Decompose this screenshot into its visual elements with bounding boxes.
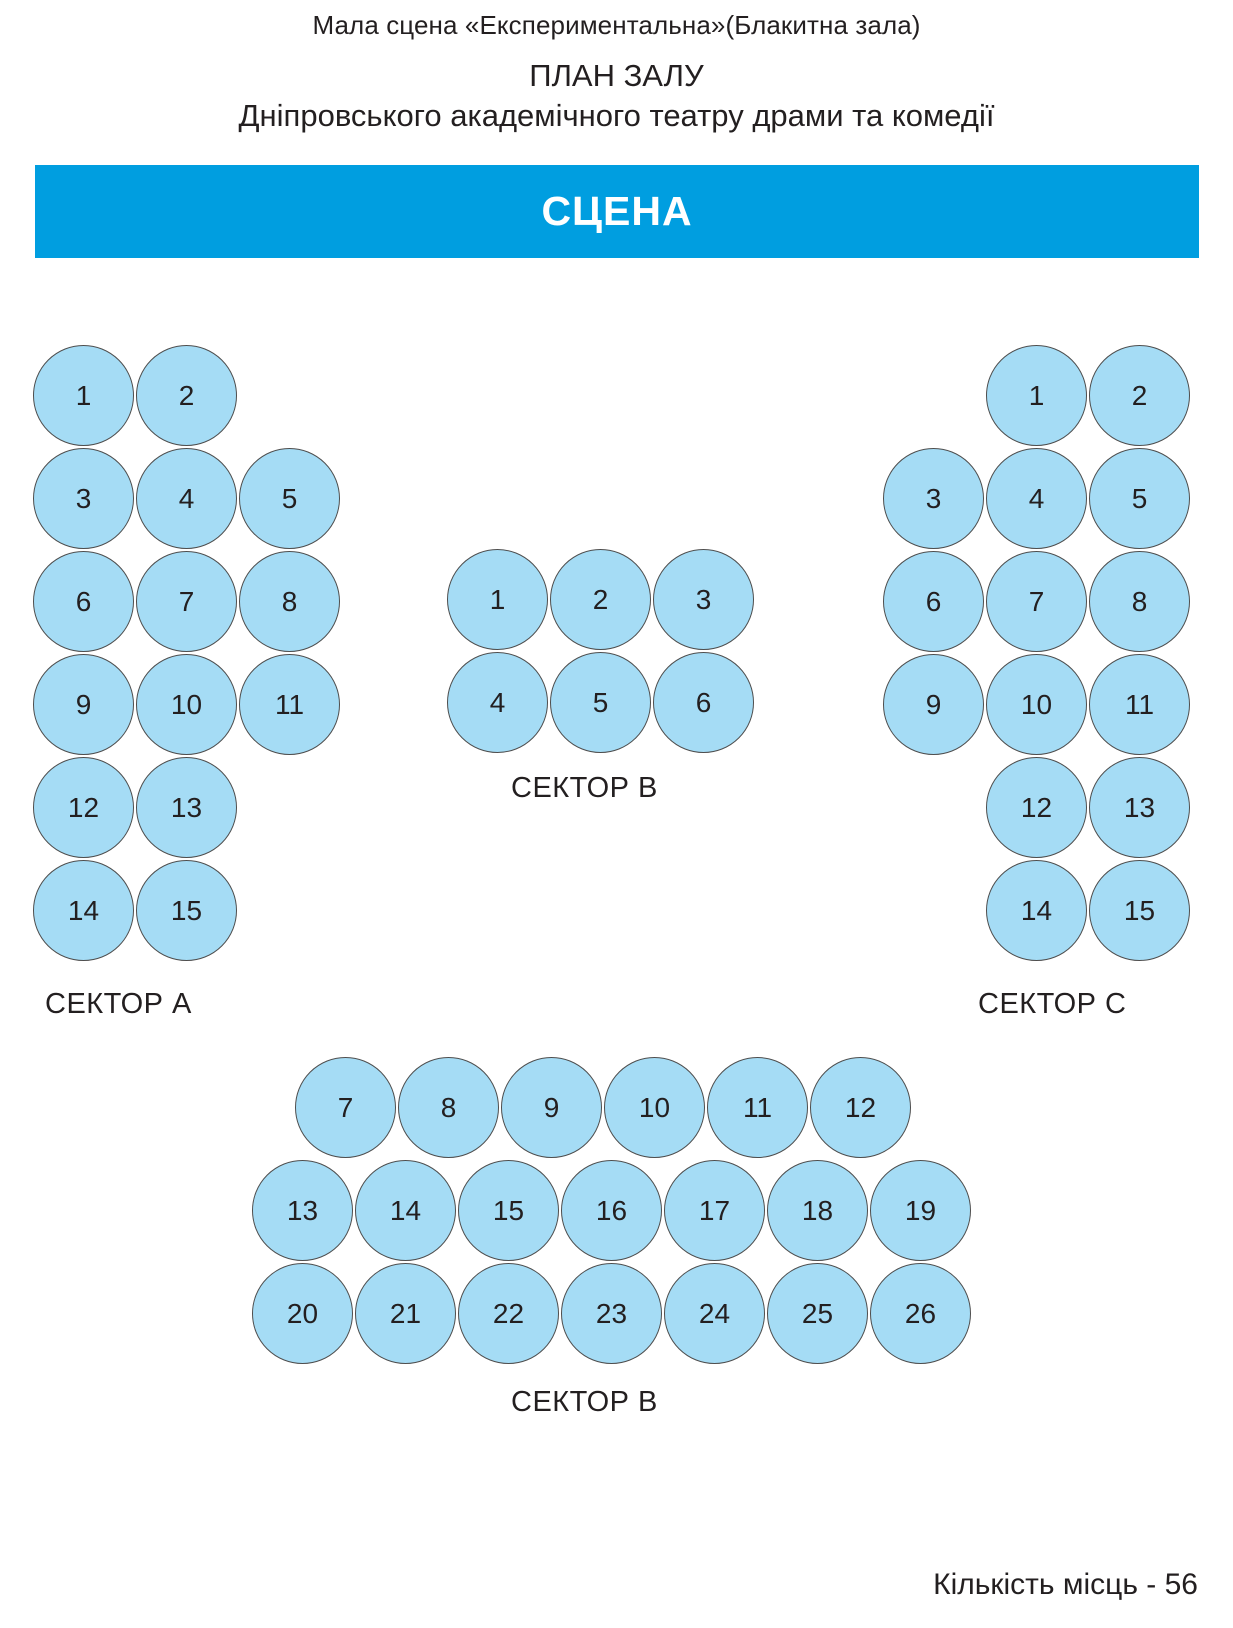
seat-a-1[interactable]: 1 xyxy=(33,345,134,446)
seat-b-top-3[interactable]: 3 xyxy=(653,549,754,650)
seat-b-bottom-11[interactable]: 11 xyxy=(707,1057,808,1158)
seat-c-4[interactable]: 4 xyxy=(986,448,1087,549)
seat-c-13[interactable]: 13 xyxy=(1089,757,1190,858)
seat-c-10[interactable]: 10 xyxy=(986,654,1087,755)
seat-c-1[interactable]: 1 xyxy=(986,345,1087,446)
seat-b-top-1[interactable]: 1 xyxy=(447,549,548,650)
sector-c-label: СЕКТОР С xyxy=(978,988,1127,1020)
seat-count-text: Кількість місць - 56 xyxy=(933,1568,1198,1601)
seat-a-7[interactable]: 7 xyxy=(136,551,237,652)
seat-c-14[interactable]: 14 xyxy=(986,860,1087,961)
venue-subtitle: Мала сцена «Експериментальна»(Блакитна з… xyxy=(312,10,921,40)
seat-c-7[interactable]: 7 xyxy=(986,551,1087,652)
seat-b-bottom-9[interactable]: 9 xyxy=(501,1057,602,1158)
seat-c-12[interactable]: 12 xyxy=(986,757,1087,858)
seat-b-bottom-20[interactable]: 20 xyxy=(252,1263,353,1364)
seat-b-bottom-16[interactable]: 16 xyxy=(561,1160,662,1261)
seat-a-11[interactable]: 11 xyxy=(239,654,340,755)
seat-b-top-6[interactable]: 6 xyxy=(653,652,754,753)
plan-title-line-2: Дніпровського академічного театру драми … xyxy=(238,98,995,133)
plan-title-line-1: ПЛАН ЗАЛУ xyxy=(529,58,704,93)
seat-b-bottom-23[interactable]: 23 xyxy=(561,1263,662,1364)
seat-a-9[interactable]: 9 xyxy=(33,654,134,755)
sector-b-top-label: СЕКТОР В xyxy=(511,772,658,804)
seat-a-13[interactable]: 13 xyxy=(136,757,237,858)
seat-b-bottom-19[interactable]: 19 xyxy=(870,1160,971,1261)
seat-c-11[interactable]: 11 xyxy=(1089,654,1190,755)
seat-a-14[interactable]: 14 xyxy=(33,860,134,961)
seat-a-12[interactable]: 12 xyxy=(33,757,134,858)
seat-c-2[interactable]: 2 xyxy=(1089,345,1190,446)
seat-c-15[interactable]: 15 xyxy=(1089,860,1190,961)
seat-b-bottom-14[interactable]: 14 xyxy=(355,1160,456,1261)
seat-b-top-2[interactable]: 2 xyxy=(550,549,651,650)
seat-b-bottom-10[interactable]: 10 xyxy=(604,1057,705,1158)
seat-c-3[interactable]: 3 xyxy=(883,448,984,549)
sector-b-bottom-label: СЕКТОР В xyxy=(511,1386,658,1418)
stage-banner: СЦЕНА xyxy=(35,165,1199,258)
seat-b-bottom-18[interactable]: 18 xyxy=(767,1160,868,1261)
stage-label: СЦЕНА xyxy=(541,188,693,234)
seat-b-bottom-8[interactable]: 8 xyxy=(398,1057,499,1158)
seat-b-bottom-7[interactable]: 7 xyxy=(295,1057,396,1158)
seat-b-bottom-24[interactable]: 24 xyxy=(664,1263,765,1364)
seat-a-6[interactable]: 6 xyxy=(33,551,134,652)
seat-b-bottom-17[interactable]: 17 xyxy=(664,1160,765,1261)
seat-a-15[interactable]: 15 xyxy=(136,860,237,961)
page-title: ПЛАН ЗАЛУ Дніпровського академічного теа… xyxy=(0,56,1233,136)
seat-b-top-5[interactable]: 5 xyxy=(550,652,651,753)
seat-a-8[interactable]: 8 xyxy=(239,551,340,652)
seat-b-bottom-26[interactable]: 26 xyxy=(870,1263,971,1364)
seat-c-6[interactable]: 6 xyxy=(883,551,984,652)
seat-b-bottom-21[interactable]: 21 xyxy=(355,1263,456,1364)
seat-b-bottom-15[interactable]: 15 xyxy=(458,1160,559,1261)
seat-b-bottom-12[interactable]: 12 xyxy=(810,1057,911,1158)
seat-c-5[interactable]: 5 xyxy=(1089,448,1190,549)
seat-a-3[interactable]: 3 xyxy=(33,448,134,549)
sector-a-label: СЕКТОР А xyxy=(45,988,192,1020)
seat-b-bottom-22[interactable]: 22 xyxy=(458,1263,559,1364)
seat-b-bottom-13[interactable]: 13 xyxy=(252,1160,353,1261)
seat-b-top-4[interactable]: 4 xyxy=(447,652,548,753)
seat-a-4[interactable]: 4 xyxy=(136,448,237,549)
seat-c-9[interactable]: 9 xyxy=(883,654,984,755)
seat-a-10[interactable]: 10 xyxy=(136,654,237,755)
seat-a-2[interactable]: 2 xyxy=(136,345,237,446)
seat-b-bottom-25[interactable]: 25 xyxy=(767,1263,868,1364)
seat-c-8[interactable]: 8 xyxy=(1089,551,1190,652)
seat-a-5[interactable]: 5 xyxy=(239,448,340,549)
